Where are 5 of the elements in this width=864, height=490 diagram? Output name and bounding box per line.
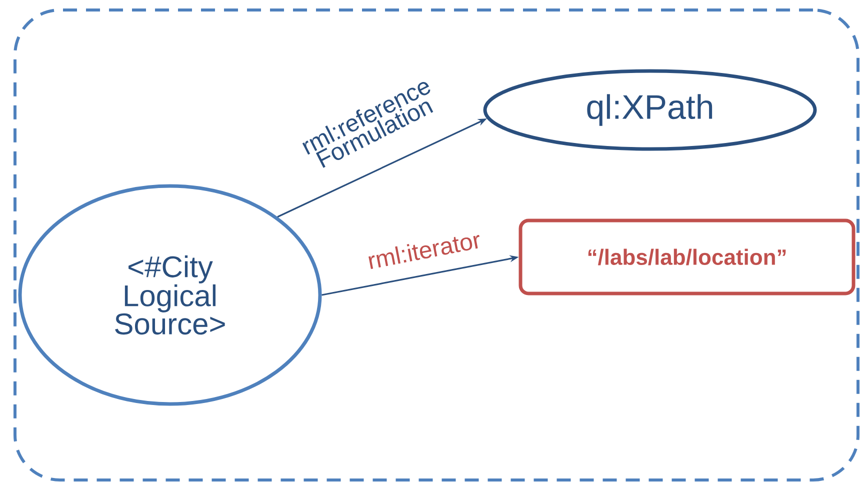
ellipse-node: <#City Logical Source> [18, 184, 322, 406]
edge-label: rml:iterator [368, 235, 480, 270]
literal-box: “/labs/lab/location” [518, 218, 856, 296]
frame [14, 8, 860, 482]
ellipse-node: ql:XPath [483, 69, 817, 151]
